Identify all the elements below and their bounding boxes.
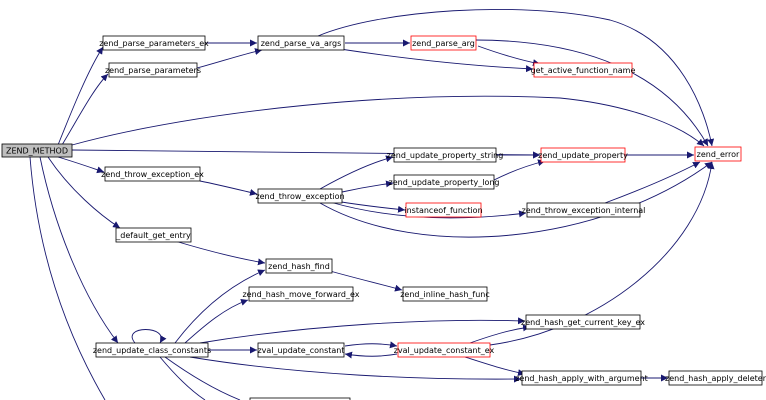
node-label-zend-method: ZEND_METHOD xyxy=(6,147,68,156)
node-zend-method[interactable]: ZEND_METHOD xyxy=(1,143,73,158)
node-zend-parse-arg[interactable]: zend_parse_arg xyxy=(410,35,477,51)
node-label-default-get-entry: _default_get_entry xyxy=(115,231,191,240)
edge-zend-parse-parameters-to-zend-parse-va-args xyxy=(196,48,263,69)
edge-zval-update-constant-to-zval-update-constant-ex xyxy=(344,341,398,349)
edge-zend-throw-exception-to-zend-error xyxy=(319,161,713,238)
node-label-zend-parse-parameters: zend_parse_parameters xyxy=(105,66,201,75)
edge-zend-update-class-constants-offscreen-2 xyxy=(159,356,206,400)
node-label-zend-throw-exception-internal: zend_throw_exception_internal xyxy=(522,206,646,215)
node-zend-update-class-constants[interactable]: zend_update_class_constants xyxy=(93,342,211,358)
edge-zend-method-to-zend-parse-parameters-ex xyxy=(57,46,104,146)
edge-default-get-entry-to-zend-hash-find xyxy=(174,240,266,266)
edge-zend-method-to-zend-update-class-constants xyxy=(39,156,119,344)
edge-zend-update-class-constants-self xyxy=(131,329,167,344)
node-label-zend-parse-arg: zend_parse_arg xyxy=(412,39,475,48)
node-zend-hash-apply-deleter[interactable]: zend_hash_apply_deleter xyxy=(665,370,766,386)
node-zend-error[interactable]: zend_error xyxy=(694,146,742,162)
node-label-zend-update-property: zend_update_property xyxy=(538,151,628,160)
edge-zend-throw-exception-to-instanceof-function xyxy=(334,200,406,213)
node-label-zend-parse-parameters-ex: zend_parse_parameters_ex xyxy=(99,39,209,48)
node-label-zend-hash-find: zend_hash_find xyxy=(268,262,330,271)
edge-zend-throw-exception-to-zend-update-property-long xyxy=(341,180,394,193)
edge-zend-method-offscreen xyxy=(29,156,106,400)
edge-zval-update-constant-ex-to-zval-update-constant xyxy=(344,351,398,359)
node-default-get-entry[interactable]: _default_get_entry xyxy=(115,227,192,243)
node-label-zend-hash-move-forward-ex: zend_hash_move_forward_ex xyxy=(242,290,359,299)
edge-zend-throw-exception-internal-to-zend-error xyxy=(604,161,701,204)
node-zend-throw-exception-ex[interactable]: zend_throw_exception_ex xyxy=(101,166,204,182)
node-label-zend-inline-hash-func: zend_inline_hash_func xyxy=(400,290,490,299)
edge-zend-parse-va-args-to-get-active-function-name xyxy=(339,48,534,73)
edge-zend-method-to-zend-throw-exception-ex xyxy=(57,156,105,174)
edge-zval-update-constant-ex-to-zend-error xyxy=(489,161,715,346)
node-label-zend-update-property-long: zend_update_property_long xyxy=(389,178,500,187)
edge-zend-method-to-zend-parse-parameters xyxy=(61,73,109,146)
node-label-zend-hash-apply-with-argument: zend_hash_apply_with_argument xyxy=(515,374,648,383)
node-label-zend-update-property-string: zend_update_property_string xyxy=(387,151,504,160)
node-instanceof-function[interactable]: instanceof_function xyxy=(404,202,483,218)
node-zend-parse-parameters[interactable]: zend_parse_parameters xyxy=(105,62,201,78)
edge-zval-update-constant-ex-to-zend-hash-apply-with-argument xyxy=(464,356,526,377)
edge-zend-method-to-zend-error-top xyxy=(71,95,705,147)
node-zend-hash-find[interactable]: zend_hash_find xyxy=(265,258,333,274)
edge-zend-update-class-constants-to-zend-hash-get-current-key-ex xyxy=(199,317,526,344)
edge-zend-update-class-constants-offscreen-1 xyxy=(164,356,241,400)
edge-zend-parse-arg-to-get-active-function-name xyxy=(477,45,541,67)
edge-zend-hash-find-to-zend-inline-hash-func xyxy=(329,270,403,292)
node-zend-parse-parameters-ex[interactable]: zend_parse_parameters_ex xyxy=(99,35,209,51)
node-zend-update-property[interactable]: zend_update_property xyxy=(538,147,628,163)
edge-zend-update-class-constants-to-zend-hash-move-forward-ex xyxy=(184,298,249,344)
node-label-instanceof-function: instanceof_function xyxy=(404,206,482,215)
edge-zend-parse-va-args-to-zend-error xyxy=(317,9,715,147)
edge-zend-throw-exception-to-zend-throw-exception-internal xyxy=(329,201,527,219)
node-zval-update-constant[interactable]: zval_update_constant xyxy=(257,342,345,358)
node-label-zval-update-constant: zval_update_constant xyxy=(257,346,344,355)
edge-zval-update-constant-ex-to-zend-hash-get-current-key-ex xyxy=(469,324,531,344)
edge-zend-update-property-long-to-zend-update-property xyxy=(493,159,546,181)
node-label-zend-update-class-constants: zend_update_class_constants xyxy=(93,346,211,355)
node-zend-throw-exception-internal[interactable]: zend_throw_exception_internal xyxy=(522,202,646,218)
node-zend-hash-move-forward-ex[interactable]: zend_hash_move_forward_ex xyxy=(242,286,360,302)
node-get-active-function-name[interactable]: get_active_function_name xyxy=(531,62,636,78)
node-offscreen-partial[interactable] xyxy=(249,397,351,400)
node-zend-inline-hash-func[interactable]: zend_inline_hash_func xyxy=(400,286,490,302)
node-label-zend-hash-get-current-key-ex: zend_hash_get_current_key_ex xyxy=(521,318,645,327)
node-zend-hash-get-current-key-ex[interactable]: zend_hash_get_current_key_ex xyxy=(521,314,645,330)
node-zend-update-property-long[interactable]: zend_update_property_long xyxy=(389,174,500,190)
edge-zend-parse-arg-to-zend-error xyxy=(474,39,709,147)
node-label-zend-parse-va-args: zend_parse_va_args xyxy=(261,39,342,48)
edge-zend-update-class-constants-to-zend-hash-apply-with-argument xyxy=(189,356,522,383)
node-zend-throw-exception[interactable]: zend_throw_exception xyxy=(255,188,345,204)
node-label-zend-throw-exception: zend_throw_exception xyxy=(255,192,344,201)
node-label-zend-throw-exception-ex: zend_throw_exception_ex xyxy=(101,170,204,179)
node-zval-update-constant-ex[interactable]: zval_update_constant_ex xyxy=(394,342,495,358)
node-label-zend-error: zend_error xyxy=(697,150,740,159)
edge-zend-method-to-default-get-entry xyxy=(47,156,121,229)
edges xyxy=(29,9,715,400)
node-label-zend-hash-apply-deleter: zend_hash_apply_deleter xyxy=(665,374,766,383)
node-zend-parse-va-args[interactable]: zend_parse_va_args xyxy=(257,35,345,51)
edge-zend-throw-exception-ex-to-zend-throw-exception xyxy=(199,180,258,196)
node-label-get-active-function-name: get_active_function_name xyxy=(531,66,636,75)
edge-zend-throw-exception-to-zend-update-property-string xyxy=(319,155,394,190)
edge-zend-update-class-constants-to-zend-hash-find xyxy=(174,269,266,344)
node-zend-update-property-string[interactable]: zend_update_property_string xyxy=(387,147,504,163)
node-label-zval-update-constant-ex: zval_update_constant_ex xyxy=(394,346,495,355)
node-zend-hash-apply-with-argument[interactable]: zend_hash_apply_with_argument xyxy=(515,370,648,386)
